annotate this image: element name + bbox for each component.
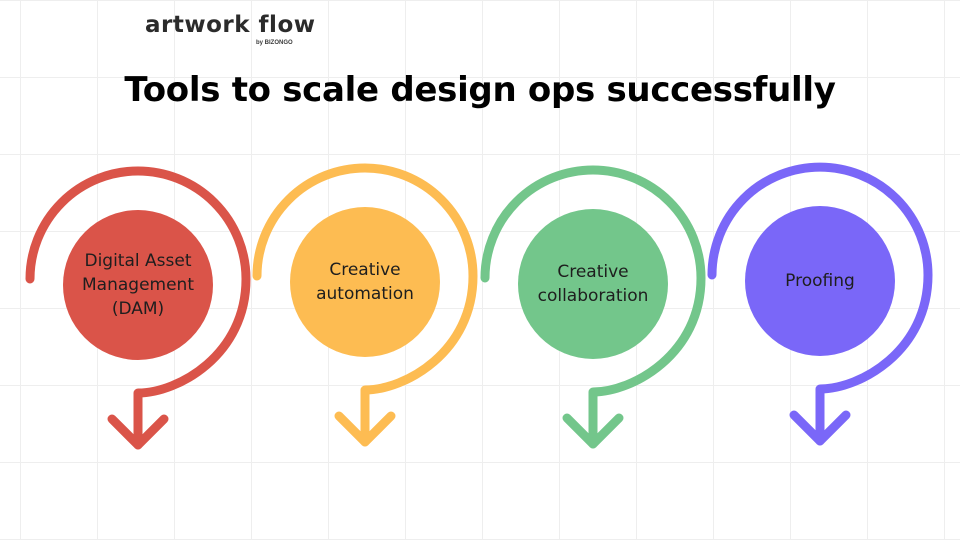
down-arrow-icon: [334, 411, 396, 447]
logo-subtitle: by BIZONGO: [256, 40, 293, 46]
step-label-line: Digital Asset: [84, 251, 192, 271]
step-circle: [63, 210, 213, 360]
step-label-line: (DAM): [111, 299, 165, 319]
step-circle: [745, 206, 895, 356]
down-arrow-icon: [789, 410, 851, 446]
step-label-line: Management: [82, 275, 194, 295]
step-arc: [252, 163, 478, 447]
step-label: Creative collaboration: [508, 260, 678, 308]
step-arc: [707, 162, 933, 446]
step-label-line: automation: [316, 284, 414, 304]
step-label-line: Proofing: [785, 271, 855, 291]
down-arrow-icon: [562, 413, 624, 449]
logo: artwork flow by BIZONGO: [145, 10, 315, 50]
step-label-line: collaboration: [537, 286, 649, 306]
step-3: [480, 165, 706, 449]
step-circle: [518, 209, 668, 359]
down-arrow-icon: [107, 414, 169, 450]
step-label: Proofing: [735, 269, 905, 293]
step-label: Creative automation: [280, 258, 450, 306]
step-arc: [480, 165, 706, 449]
step-2: [252, 163, 478, 447]
step-arc: [25, 166, 251, 450]
step-label-line: Creative: [329, 260, 401, 280]
step-4: [707, 162, 933, 446]
step-circle: [290, 207, 440, 357]
step-1: [25, 166, 251, 450]
step-label-line: Creative: [557, 262, 629, 282]
page-title: Tools to scale design ops successfully: [124, 70, 836, 110]
logo-wordmark: artwork flow: [145, 12, 316, 38]
